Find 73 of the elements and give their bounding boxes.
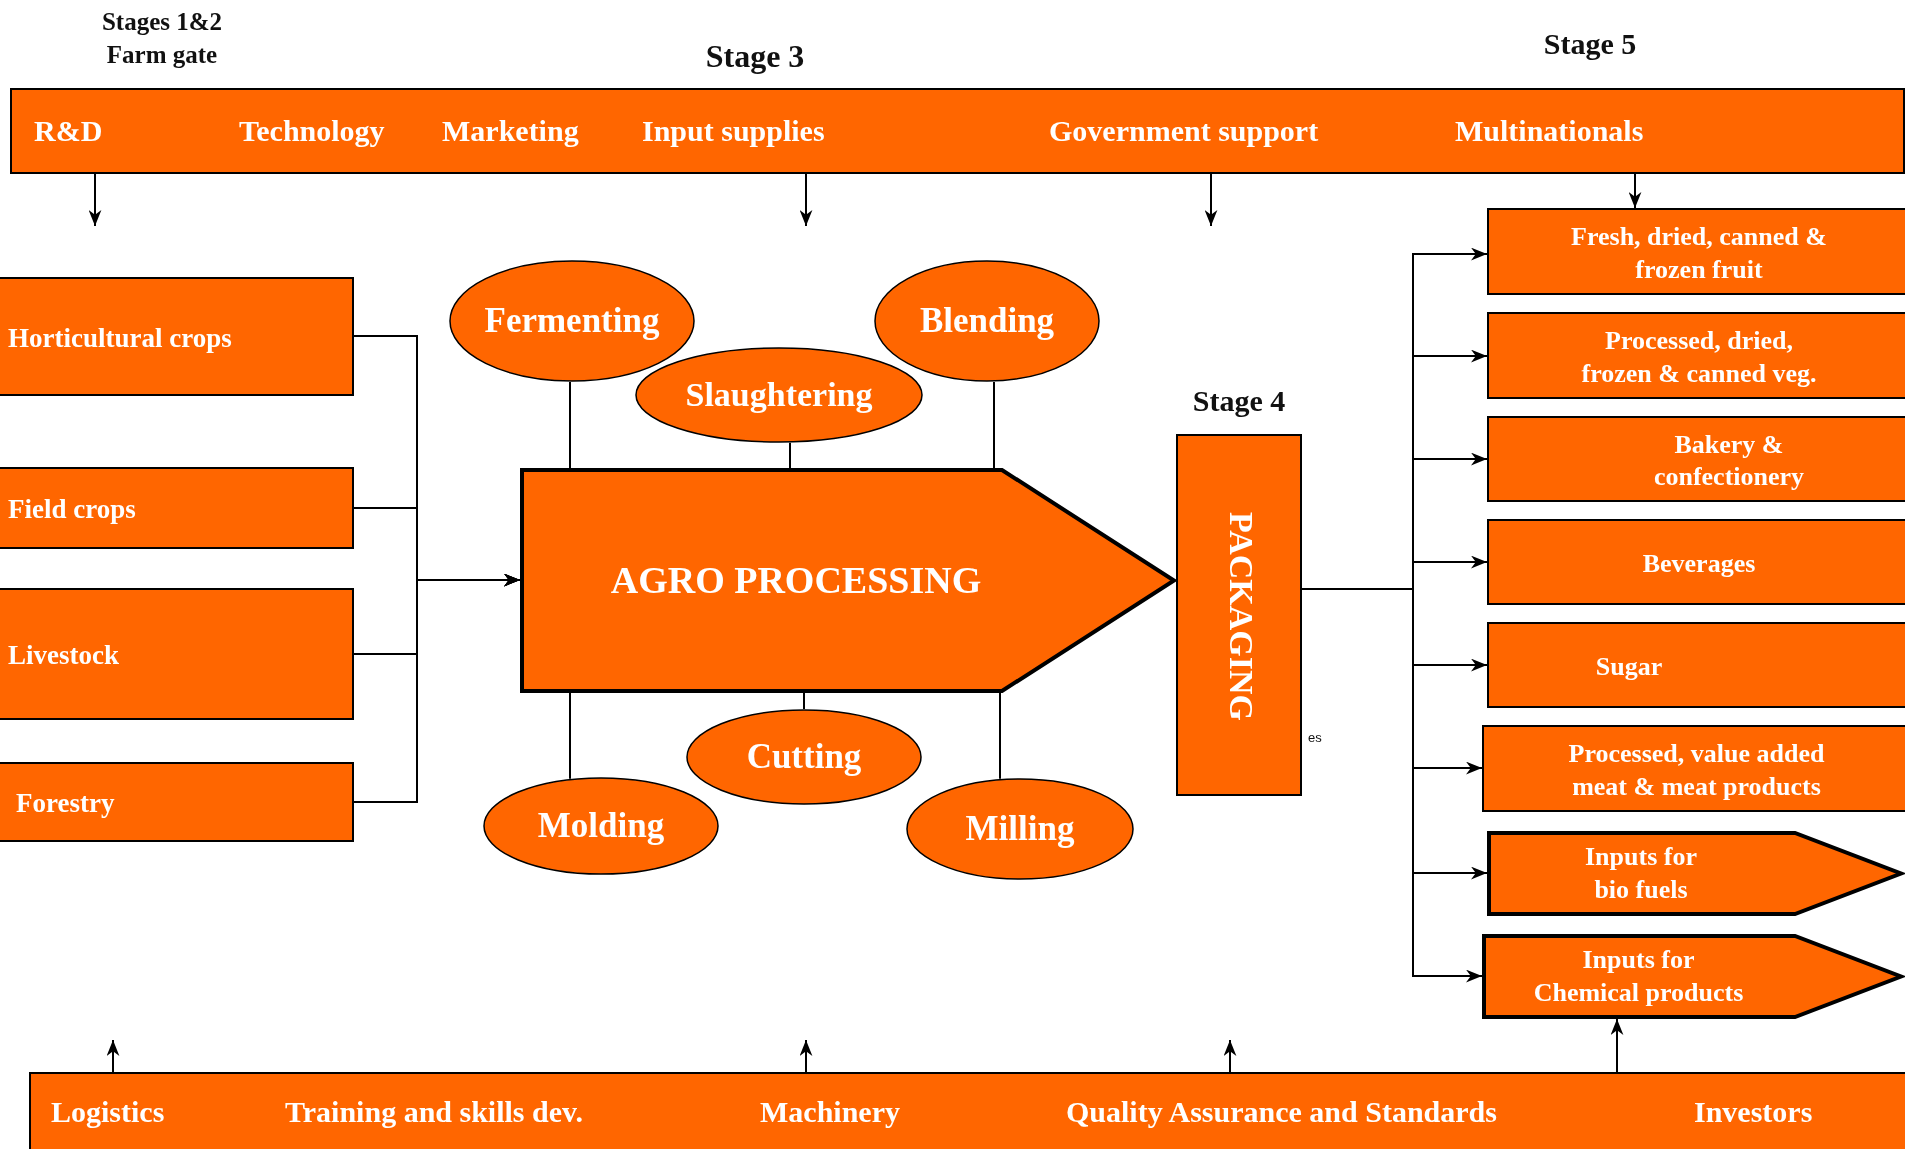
- process-ellipse: [635, 347, 923, 443]
- process-arrow-shape: [1482, 934, 1903, 1019]
- process-label: Processed, value added meat & meat products: [1567, 738, 1826, 803]
- stage-label: Stages 1&2 Farm gate: [100, 7, 224, 70]
- process-box: [1487, 416, 1905, 502]
- process-box: [0, 277, 354, 396]
- process-box: [0, 588, 354, 720]
- connector-line: [999, 692, 1001, 780]
- band-label: Investors: [1694, 1095, 1813, 1129]
- process-box: [0, 467, 354, 549]
- band-label: Marketing: [442, 114, 579, 148]
- connector-line: [569, 381, 571, 469]
- arrow: [1204, 173, 1218, 227]
- process-label: Inputs for Chemical products: [1533, 944, 1744, 1009]
- process-label: Beverages: [1642, 547, 1756, 580]
- process-label: Molding: [537, 805, 665, 848]
- process-ellipse: [483, 777, 719, 875]
- process-label: Slaughtering: [685, 374, 873, 415]
- process-label: Inputs for bio fuels: [1584, 841, 1698, 906]
- arrow: [1628, 173, 1642, 209]
- arrow: [799, 1039, 813, 1073]
- arrow: [1610, 1018, 1624, 1073]
- band-label: Multinationals: [1455, 114, 1644, 148]
- stage-label: Stage 3: [704, 37, 806, 76]
- process-box: [1487, 519, 1905, 605]
- process-label: Blending: [919, 300, 1055, 343]
- band-label: Training and skills dev.: [285, 1095, 583, 1129]
- process-label: Processed, dried, frozen & canned veg.: [1580, 325, 1818, 390]
- process-label: Fresh, dried, canned & frozen fruit: [1570, 221, 1828, 286]
- band-label: Input supplies: [642, 114, 825, 148]
- stage-label: Stage 4: [1191, 384, 1287, 418]
- connector-line: [803, 692, 805, 710]
- process-label: Fermenting: [484, 300, 660, 343]
- band-label: R&D: [34, 114, 103, 148]
- arrow: [88, 173, 102, 227]
- process-label: Forestry: [16, 787, 115, 821]
- arrow: [799, 173, 813, 227]
- process-label: Milling: [965, 808, 1075, 851]
- category-band: [10, 88, 1905, 174]
- arrow: [1223, 1039, 1237, 1073]
- category-band: [29, 1072, 1905, 1149]
- process-ellipse: [906, 778, 1134, 880]
- process-arrow-shape: [520, 468, 1176, 693]
- process-label: PACKAGING: [1222, 512, 1262, 722]
- process-box: [1482, 725, 1905, 812]
- process-ellipse: [874, 260, 1100, 382]
- process-label: Livestock: [8, 639, 119, 673]
- band-label: Quality Assurance and Standards: [1066, 1095, 1497, 1129]
- process-box: [1487, 312, 1905, 399]
- process-box: [1487, 208, 1905, 295]
- process-label: AGRO PROCESSING: [610, 557, 982, 603]
- process-label: Bakery & confectionery: [1652, 428, 1806, 493]
- process-box: [1487, 622, 1905, 708]
- arrow: [106, 1039, 120, 1073]
- arrow: [353, 573, 521, 803]
- band-label: Logistics: [51, 1095, 165, 1129]
- stage-label: Stage 5: [1542, 26, 1638, 62]
- text-fragment: es: [1308, 730, 1323, 747]
- process-label: Horticultural crops: [8, 321, 232, 355]
- process-box: [0, 762, 354, 842]
- connector-line: [569, 692, 571, 780]
- process-arrow-shape: [1487, 831, 1903, 916]
- process-ellipse: [686, 709, 922, 805]
- process-label: Field crops: [8, 493, 136, 527]
- process-ellipse: [449, 260, 695, 382]
- process-label: Cutting: [746, 736, 862, 779]
- band-label: Technology: [239, 114, 385, 148]
- band-label: Government support: [1049, 114, 1319, 148]
- connector-line: [789, 441, 791, 469]
- connector-line: [993, 380, 995, 469]
- band-label: Machinery: [760, 1095, 900, 1129]
- process-box: [1176, 434, 1302, 796]
- process-label: Sugar: [1595, 650, 1663, 683]
